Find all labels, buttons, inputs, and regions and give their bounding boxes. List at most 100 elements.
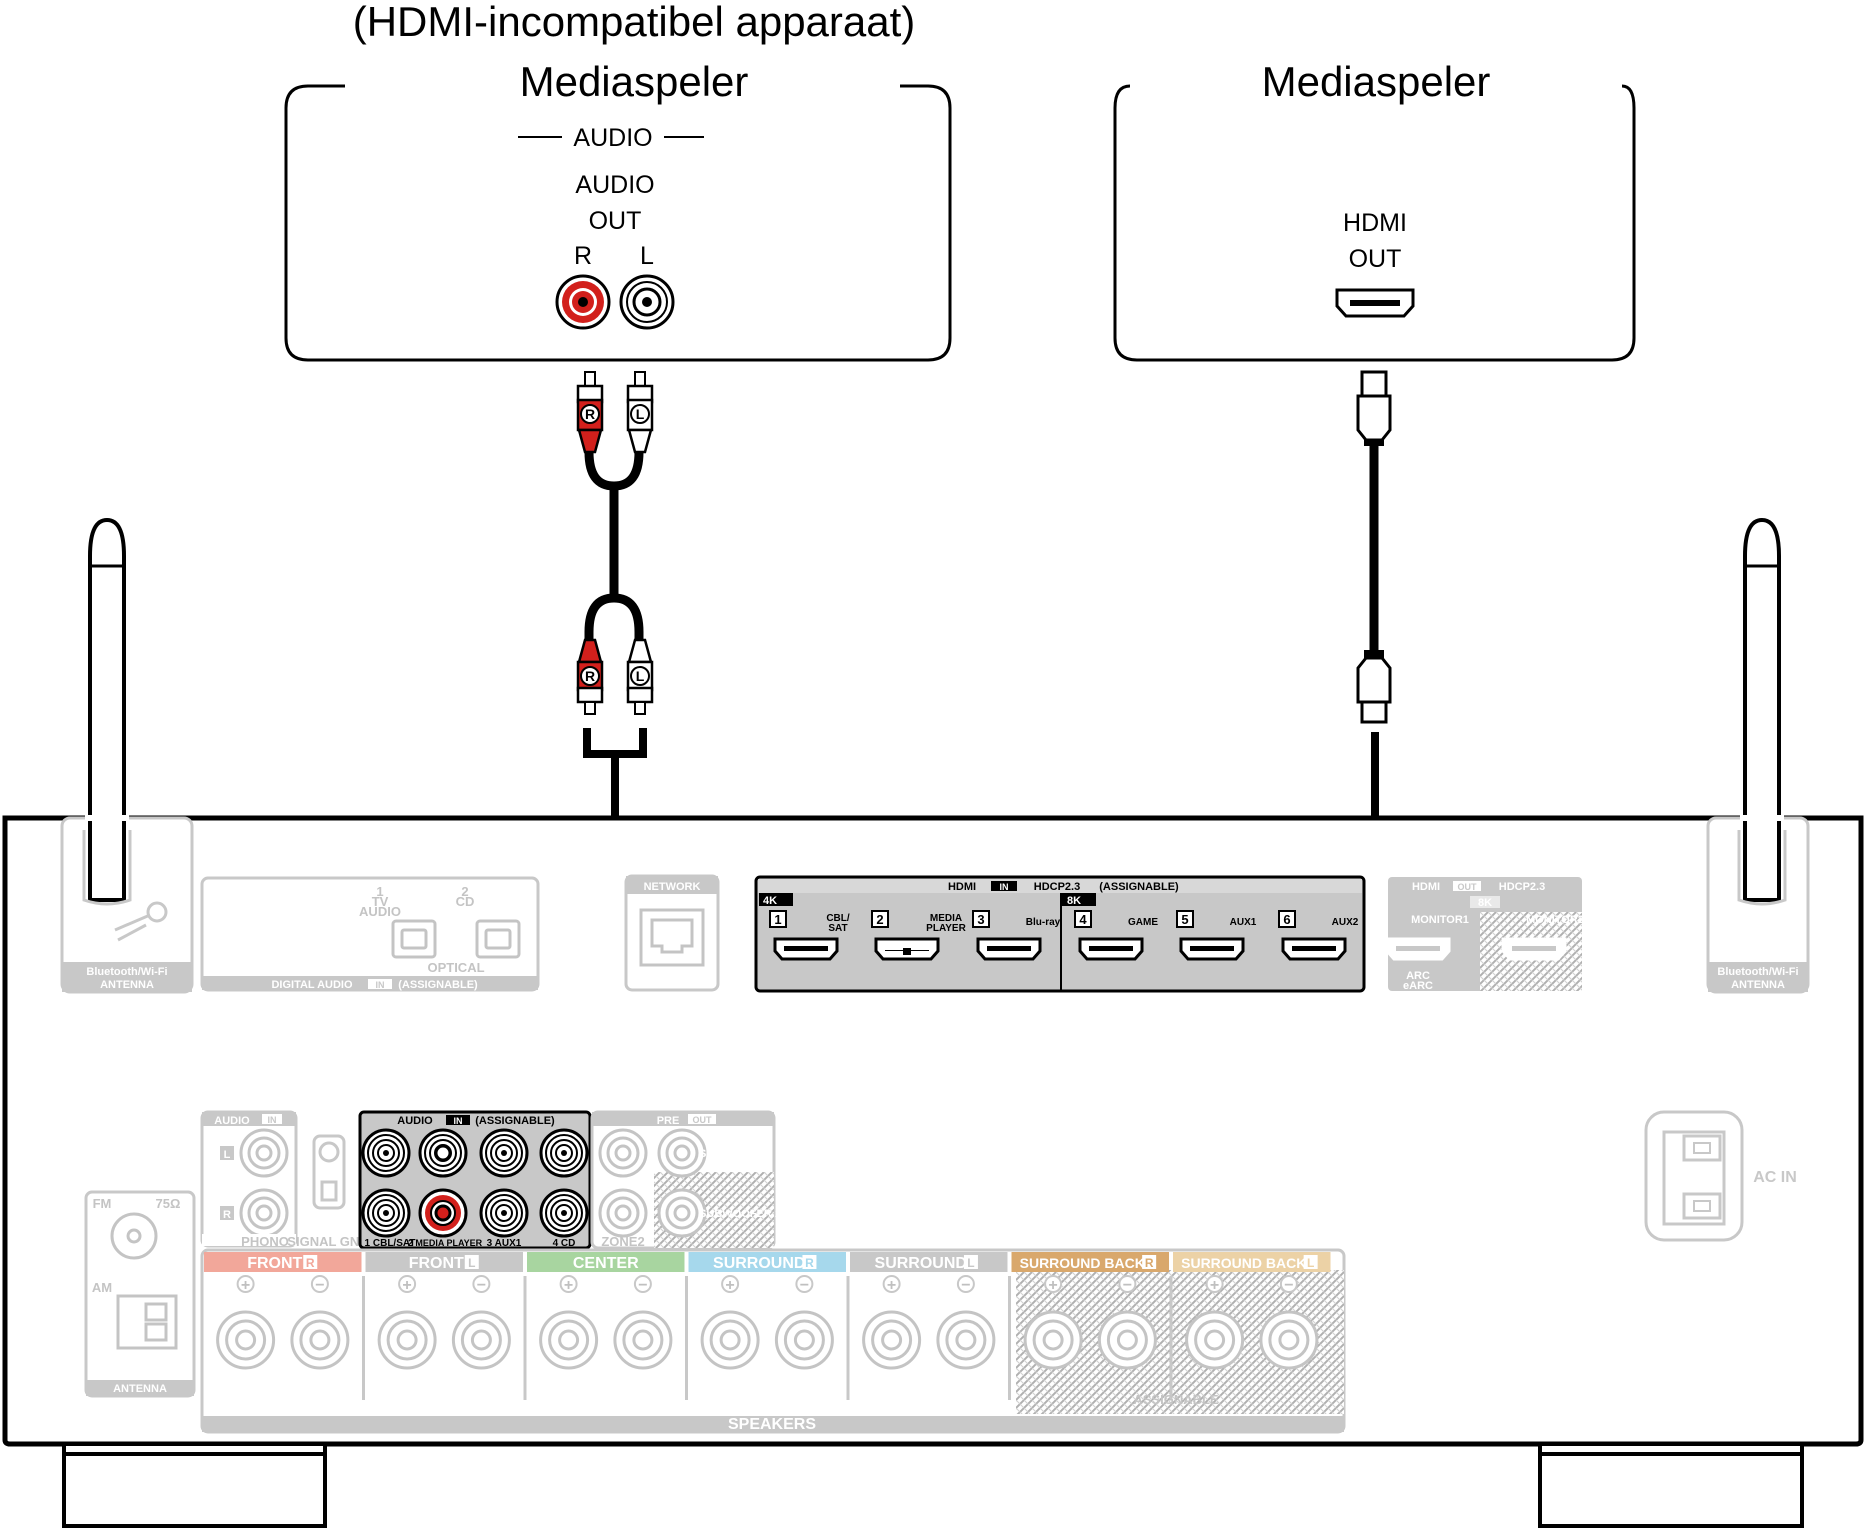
rca-plugs-on-receiver xyxy=(434,1144,452,1222)
plus-icon: + xyxy=(887,1277,896,1294)
minus-icon: − xyxy=(315,1277,324,1294)
plug-r-mark-bottom: R xyxy=(585,668,595,684)
subwoofer2-label: SUBWOOFER 2 xyxy=(699,1208,781,1220)
audio-section-label: AUDIO xyxy=(573,124,652,152)
ac-inlet: AC IN xyxy=(1644,1110,1797,1242)
opt1-num: 1 xyxy=(376,884,383,899)
plus-icon: + xyxy=(1210,1277,1219,1294)
left-media-player: (HDMI-incompatibel apparaat) Mediaspeler… xyxy=(284,0,952,362)
speaker-group-name: SURROUND BACK xyxy=(1181,1255,1306,1271)
speaker-group-3: CENTER+− xyxy=(523,1252,685,1400)
audio-out-r-jack xyxy=(555,274,611,330)
left-device-box xyxy=(284,84,952,362)
pre-out-badge: OUT xyxy=(693,1115,713,1125)
plug-r-mark: R xyxy=(585,406,595,422)
hdmi-in-port-name: GAME xyxy=(1128,917,1158,928)
hdmi-in-port-6: 6 AUX2 xyxy=(1278,910,1359,961)
jack-r-label: R xyxy=(574,242,592,270)
plug-l-mark: L xyxy=(636,406,645,422)
speaker-group-name: SURROUND BACK xyxy=(1020,1255,1145,1271)
monitor2-label: MONITOR2 xyxy=(1526,914,1584,926)
bt-antenna-label-r1: Bluetooth/Wi-Fi xyxy=(1717,966,1798,978)
hdmi-in-port-name-2: SAT xyxy=(828,923,847,934)
hdmi-out-hdcp: HDCP2.3 xyxy=(1499,881,1545,893)
left-device-title: Mediaspeler xyxy=(520,58,749,105)
speaker-side-mark: L xyxy=(967,1256,974,1270)
plus-icon: + xyxy=(1048,1277,1057,1294)
audio-in-badge: IN xyxy=(454,1116,463,1126)
foot-left xyxy=(62,1452,327,1528)
opt2-num: 2 xyxy=(461,884,468,899)
audio-out-l-jack xyxy=(619,274,675,330)
monitor1-label: MONITOR1 xyxy=(1411,914,1469,926)
plug-l-mark-bottom: L xyxy=(636,668,645,684)
speaker-group-name: SURROUND xyxy=(713,1255,805,1272)
audio-in-3: 3 AUX1 xyxy=(487,1238,522,1249)
hdmi-in-port-name-2: PLAYER xyxy=(926,923,966,934)
opt2-cd: CD xyxy=(456,894,475,909)
hdmi-in-port-num: 5 xyxy=(1181,912,1188,927)
network-label: NETWORK xyxy=(644,881,701,893)
subwoofer1-label: SUBWOOFER 1 xyxy=(699,1148,781,1160)
audio-in-label: AUDIO xyxy=(397,1115,433,1127)
phono-l: L xyxy=(224,1149,231,1161)
antenna-label: ANTENNA xyxy=(113,1383,167,1395)
hdmi-in-port-4: 4 GAME xyxy=(1074,910,1158,961)
left-device-note: (HDMI-incompatibel apparaat) xyxy=(353,0,916,45)
av-receiver: Bluetooth/Wi-Fi ANTENNA Bluetooth/Wi-Fi … xyxy=(2,517,1864,1528)
hdmi-in-hdcp: HDCP2.3 xyxy=(1034,881,1080,893)
hdmi-out-8k: 8K xyxy=(1478,897,1492,909)
arc-label: ARC xyxy=(1406,970,1430,982)
plus-icon: + xyxy=(725,1277,734,1294)
foot-right xyxy=(1538,1452,1804,1528)
hdmi-in-port-name: AUX1 xyxy=(1230,917,1257,928)
bt-antenna-label-2: ANTENNA xyxy=(100,979,154,991)
audio-in-panel: AUDIO IN (ASSIGNABLE) 1 CBL/SAT 2 MEDIA … xyxy=(358,1110,592,1250)
speaker-group-name: CENTER xyxy=(573,1255,639,1272)
minus-icon: − xyxy=(638,1277,647,1294)
plus-icon: + xyxy=(402,1277,411,1294)
hdmi-in-port-num: 4 xyxy=(1079,912,1087,927)
tag-4k: 4K xyxy=(763,895,777,907)
hdmi-out-panel: HDMI OUT HDCP2.3 8K MONITOR1 MONITOR2 AR… xyxy=(1385,877,1584,992)
audio-out-label-1: AUDIO xyxy=(575,171,654,199)
rca-plug-r-bottom: R xyxy=(576,638,604,715)
audio-in-small-badge: IN xyxy=(268,1115,277,1125)
zone2-label: ZONE2 xyxy=(601,1234,644,1249)
opt1-tv: TV xyxy=(372,894,389,909)
bt-antenna-label-1: Bluetooth/Wi-Fi xyxy=(86,966,167,978)
minus-icon: − xyxy=(477,1277,486,1294)
right-media-player: Mediaspeler HDMI OUT xyxy=(1113,58,1636,362)
audio-out-label-2: OUT xyxy=(589,207,642,235)
digital-audio-panel: DIGITAL AUDIO IN (ASSIGNABLE) OPTICAL 1 … xyxy=(200,876,540,992)
hdmi-out-label-2: OUT xyxy=(1349,245,1402,273)
speaker-side-mark: R xyxy=(1145,1256,1154,1270)
hdmi-in-port-num: 1 xyxy=(774,912,781,927)
hdmi-in-port-name: CBL/ xyxy=(826,913,850,924)
hdmi-in-port-num: 6 xyxy=(1283,912,1290,927)
hdmi-out-badge: OUT xyxy=(1458,882,1478,892)
ac-in-label: AC IN xyxy=(1753,1169,1797,1186)
signal-gnd-label: SIGNAL GND xyxy=(287,1234,368,1249)
hdmi-in-port-name: AUX2 xyxy=(1332,917,1359,928)
phono-r: R xyxy=(223,1209,231,1221)
speaker-side-mark: L xyxy=(1307,1256,1314,1270)
hdmi-out-label: HDMI xyxy=(1412,881,1440,893)
earc-label: eARC xyxy=(1403,980,1433,992)
pre-out-label: PRE xyxy=(657,1115,680,1127)
minus-icon: − xyxy=(961,1277,970,1294)
hdmi-in-port-num: 2 xyxy=(876,912,883,927)
rca-plug-l-top: L xyxy=(626,371,654,454)
speaker-side-mark: R xyxy=(306,1256,315,1270)
rca-plug-r-top: R xyxy=(576,371,604,454)
hdmi-in-label: HDMI xyxy=(948,881,976,893)
optical-label: OPTICAL xyxy=(427,960,484,975)
hdmi-in-port-5: 5 AUX1 xyxy=(1176,910,1257,961)
